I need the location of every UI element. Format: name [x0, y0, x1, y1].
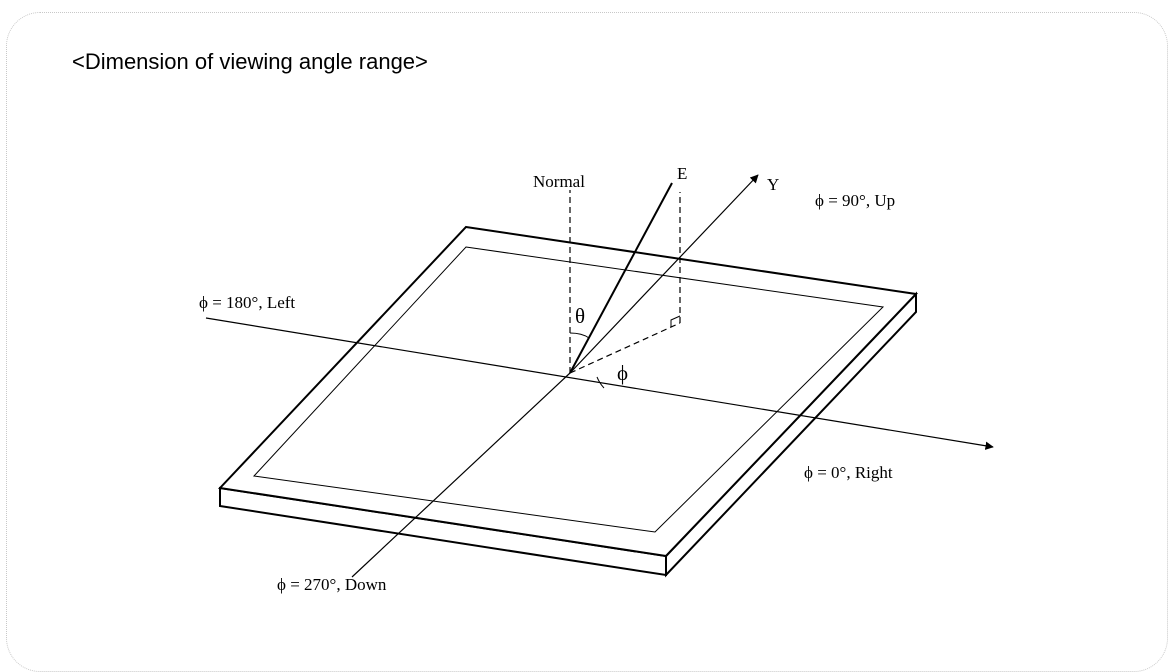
down-axis — [351, 372, 571, 578]
e-label: E — [677, 164, 687, 183]
phi-arc — [596, 376, 605, 389]
phi-label: ϕ — [617, 361, 628, 385]
up-label: ϕ = 90°, Up — [815, 191, 895, 210]
projection-on-panel — [569, 322, 681, 374]
viewing-angle-diagram: Normal E Y ϕ = 90°, Up ϕ = 180°, Left ϕ … — [199, 164, 994, 594]
diagram-heading: <Dimension of viewing angle range> — [72, 49, 428, 74]
left-label: ϕ = 180°, Left — [199, 293, 295, 312]
panel-active-area — [252, 246, 885, 533]
y-axis — [569, 174, 759, 374]
normal-label: Normal — [533, 172, 585, 191]
down-label: ϕ = 270°, Down — [277, 575, 387, 594]
right-label: ϕ = 0°, Right — [804, 463, 893, 482]
y-label: Y — [767, 175, 779, 194]
viewing-direction-e — [569, 182, 673, 374]
right-angle-marker — [670, 315, 681, 327]
theta-arc — [569, 332, 590, 339]
panel-top-face — [217, 225, 919, 558]
theta-label: θ — [575, 304, 585, 328]
